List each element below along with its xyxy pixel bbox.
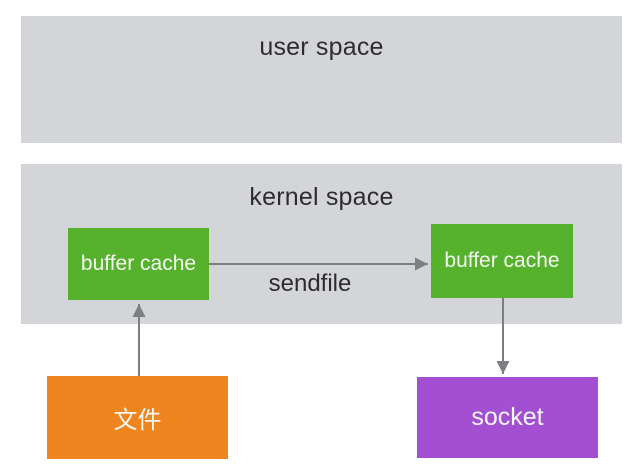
- buffer-cache-left-node: buffer cache: [68, 228, 209, 300]
- buffer-cache-right-node: buffer cache: [431, 224, 573, 298]
- kernel-space-label: kernel space: [249, 183, 394, 211]
- socket-node: socket: [417, 377, 598, 458]
- user-space-label: user space: [259, 33, 384, 61]
- user-space-layer: [21, 16, 622, 143]
- file-node: 文件: [47, 376, 228, 459]
- sendfile-edge-label: sendfile: [268, 270, 352, 297]
